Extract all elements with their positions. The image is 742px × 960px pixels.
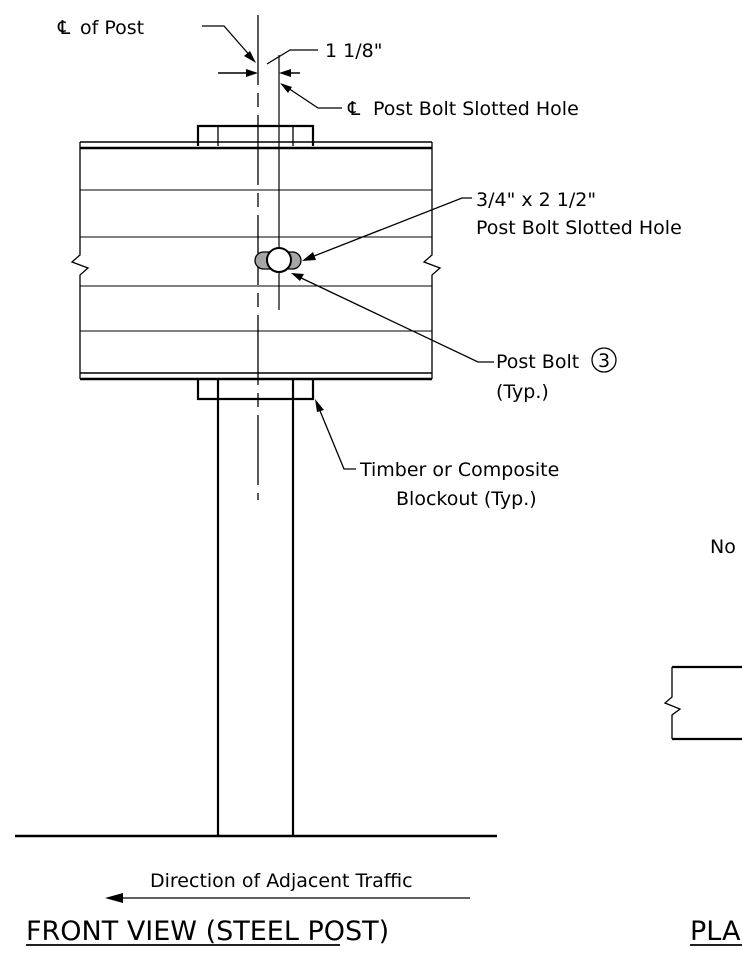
blockout-label-line1: Timber or Composite bbox=[359, 459, 559, 481]
slot-size-arrowhead bbox=[302, 252, 316, 261]
post-bolt-label: Post Bolt bbox=[496, 351, 579, 373]
upper-blockout bbox=[196, 124, 315, 146]
slot-size-leader bbox=[308, 197, 472, 259]
dimension-leader bbox=[266, 49, 318, 65]
cl-slot-leader bbox=[284, 85, 342, 109]
cl-of-post-arrowhead bbox=[244, 51, 256, 63]
cl-slot-arrowhead bbox=[280, 83, 292, 93]
blockout-label-line2: Blockout (Typ.) bbox=[396, 488, 537, 510]
post-bolt-number: 3 bbox=[598, 350, 610, 372]
lower-blockout bbox=[196, 379, 315, 401]
cl-symbol-label: ℄ bbox=[57, 17, 71, 39]
dimension-arrowhead-right bbox=[279, 69, 291, 77]
plan-view-title-partial: PLA bbox=[690, 916, 741, 947]
traffic-arrowhead bbox=[105, 893, 123, 903]
dimension-arrowhead-left bbox=[246, 69, 258, 77]
blockout-leader bbox=[317, 405, 356, 470]
slot-desc-label: Post Bolt Slotted Hole bbox=[476, 217, 682, 239]
post-bolt bbox=[266, 247, 292, 273]
post-bolt-arrowhead bbox=[291, 273, 304, 281]
typ-label: (Typ.) bbox=[496, 381, 549, 403]
plan-view-break bbox=[663, 667, 682, 739]
blockout-arrowhead bbox=[315, 399, 324, 412]
cl-of-post-label: of Post bbox=[80, 17, 144, 39]
partial-text-right: No bbox=[710, 536, 736, 558]
post-bolt-number-circle bbox=[591, 347, 617, 373]
post-bolt-leader bbox=[296, 275, 494, 363]
rail-break-left bbox=[70, 142, 90, 379]
cl-slot-label: Post Bolt Slotted Hole bbox=[373, 98, 579, 120]
front-view-title: FRONT VIEW (STEEL POST) bbox=[26, 916, 389, 947]
rail-break-right bbox=[422, 142, 442, 379]
slot-size-label: 3/4" x 2 1/2" bbox=[476, 189, 596, 211]
traffic-direction-label: Direction of Adjacent Traffic bbox=[150, 870, 413, 892]
cl-of-post-leader bbox=[202, 25, 253, 59]
cl-symbol-label: ℄ bbox=[347, 98, 361, 120]
dimension-label: 1 1/8" bbox=[325, 40, 382, 62]
